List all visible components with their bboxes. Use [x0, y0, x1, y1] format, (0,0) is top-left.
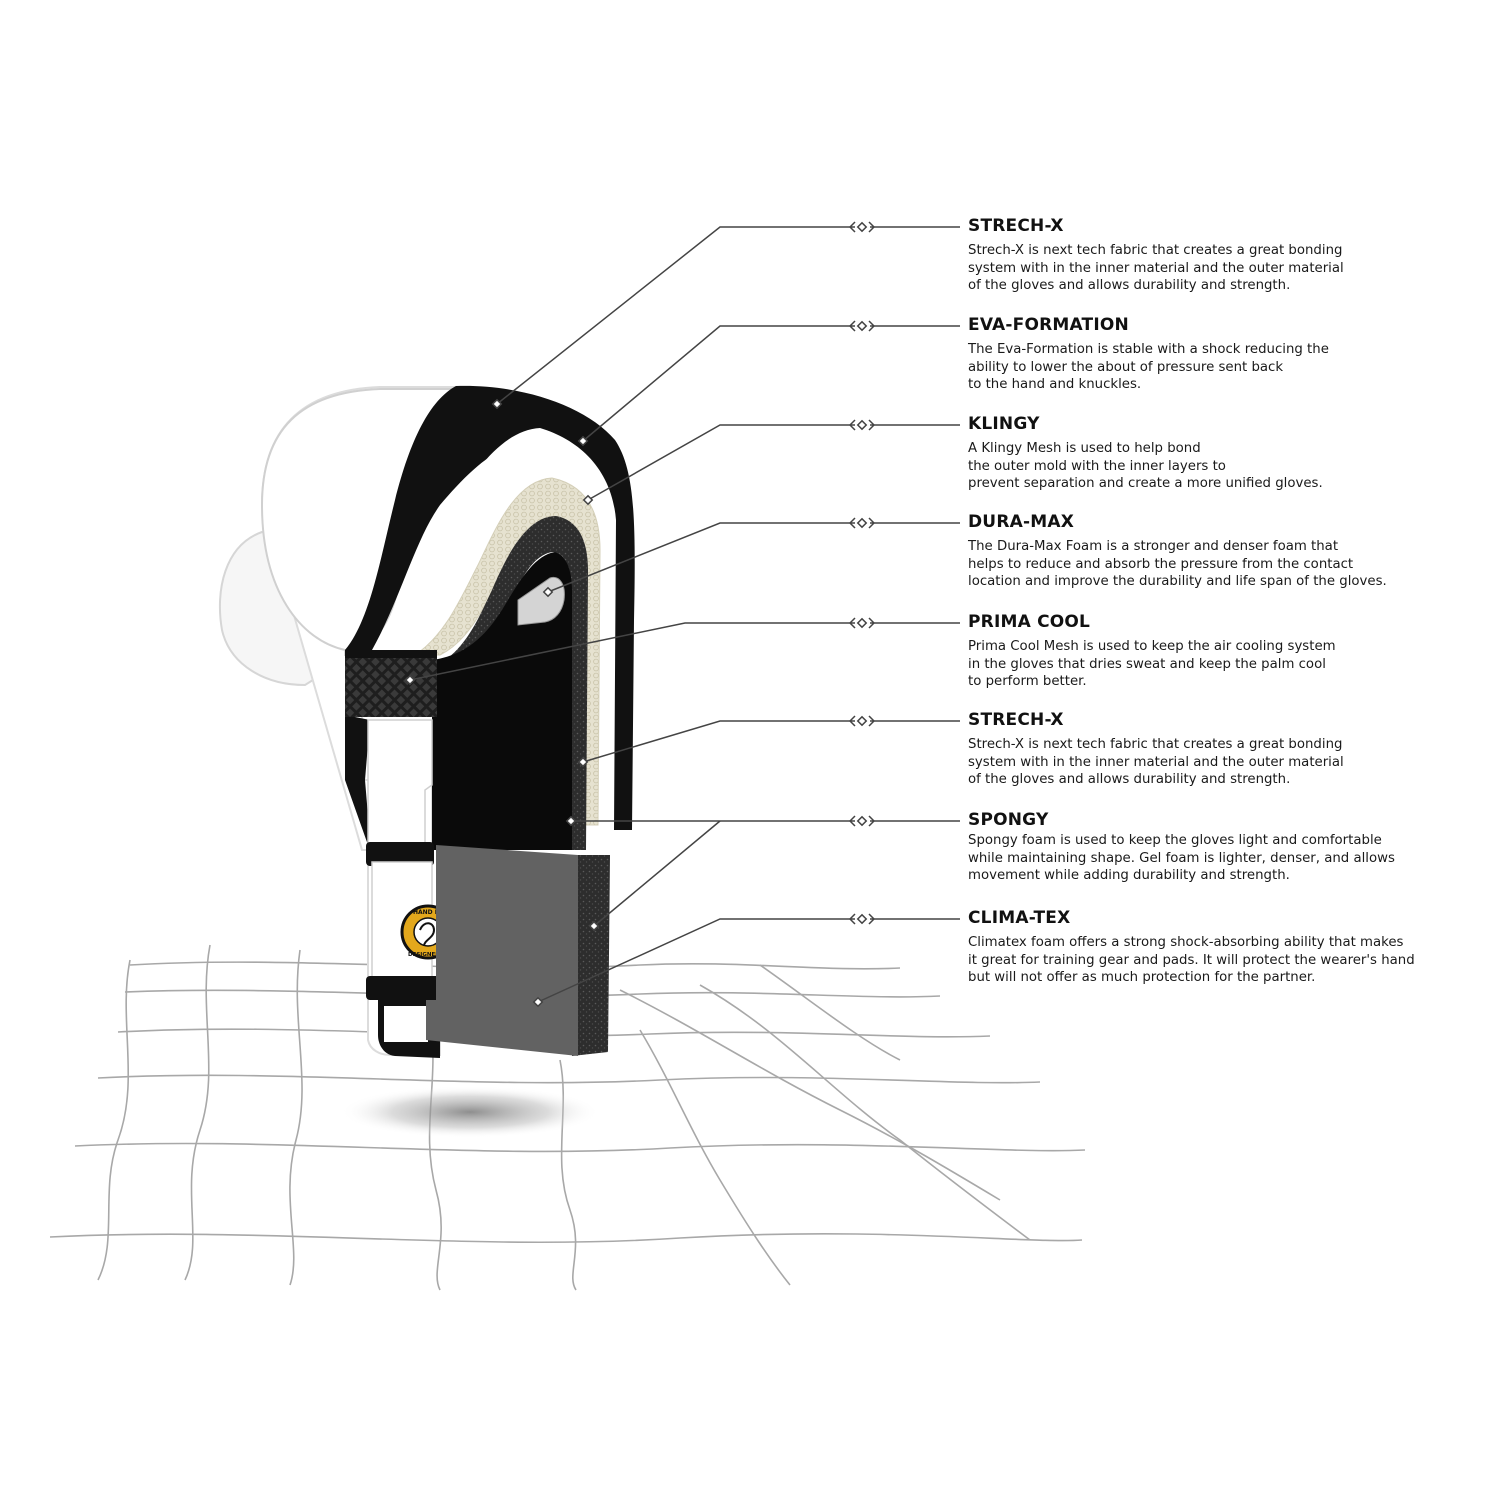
- layer-desc-strech-x: Strech-X is next tech fabric that create…: [968, 242, 1468, 295]
- cuff-bottom-white: [384, 1006, 428, 1042]
- net-line: [50, 1234, 1082, 1242]
- layer-title-spongy: SPONGY: [968, 810, 1048, 830]
- net-line: [98, 1075, 1040, 1082]
- net-line: [430, 1020, 442, 1290]
- net-line: [98, 960, 130, 1280]
- net-line: [290, 950, 302, 1285]
- layer-title-strech-x-2: STRECH-X: [968, 710, 1064, 730]
- net-line: [75, 1143, 1085, 1151]
- layer-desc-spongy: Spongy foam is used to keep the gloves l…: [968, 832, 1468, 885]
- prima-cool-mesh: [345, 655, 437, 717]
- layer-title-klingy: KLINGY: [968, 414, 1040, 434]
- leader-strech-x-2: [579, 716, 960, 766]
- layer-desc-dura-max: The Dura-Max Foam is a stronger and dens…: [968, 538, 1468, 591]
- net-line: [700, 985, 1030, 1240]
- net-line: [620, 990, 1000, 1200]
- leader-klingy: [584, 420, 960, 504]
- layer-desc-prima-cool: Prima Cool Mesh is used to keep the air …: [968, 638, 1468, 691]
- boxing-glove-cutaway: HAND MADE DESIGNED IN: [220, 386, 635, 1058]
- layer-title-dura-max: DURA-MAX: [968, 512, 1074, 532]
- layer-title-eva-formation: EVA-FORMATION: [968, 315, 1129, 335]
- net-line: [640, 1030, 790, 1285]
- layer-title-strech-x: STRECH-X: [968, 216, 1064, 236]
- layer-desc-klingy: A Klingy Mesh is used to help bond the o…: [968, 440, 1468, 493]
- net-line: [760, 965, 900, 1060]
- glove-cuff-panel: [368, 720, 432, 845]
- layer-desc-eva-formation: The Eva-Formation is stable with a shock…: [968, 341, 1468, 394]
- glove-shadow: [340, 1086, 600, 1138]
- layer-title-clima-tex: CLIMA-TEX: [968, 908, 1070, 928]
- net-line: [185, 945, 210, 1280]
- mesh-edge: [345, 650, 437, 658]
- clima-tex-pad: [426, 845, 578, 1056]
- leader-eva-formation: [579, 321, 960, 445]
- wrist-strap-bottom: [366, 976, 442, 1000]
- layer-title-prima-cool: PRIMA COOL: [968, 612, 1090, 632]
- layer-desc-clima-tex: Climatex foam offers a strong shock-abso…: [968, 934, 1468, 987]
- leader-strech-x-1: [493, 222, 960, 408]
- layer-desc-strech-x-2: Strech-X is next tech fabric that create…: [968, 736, 1468, 789]
